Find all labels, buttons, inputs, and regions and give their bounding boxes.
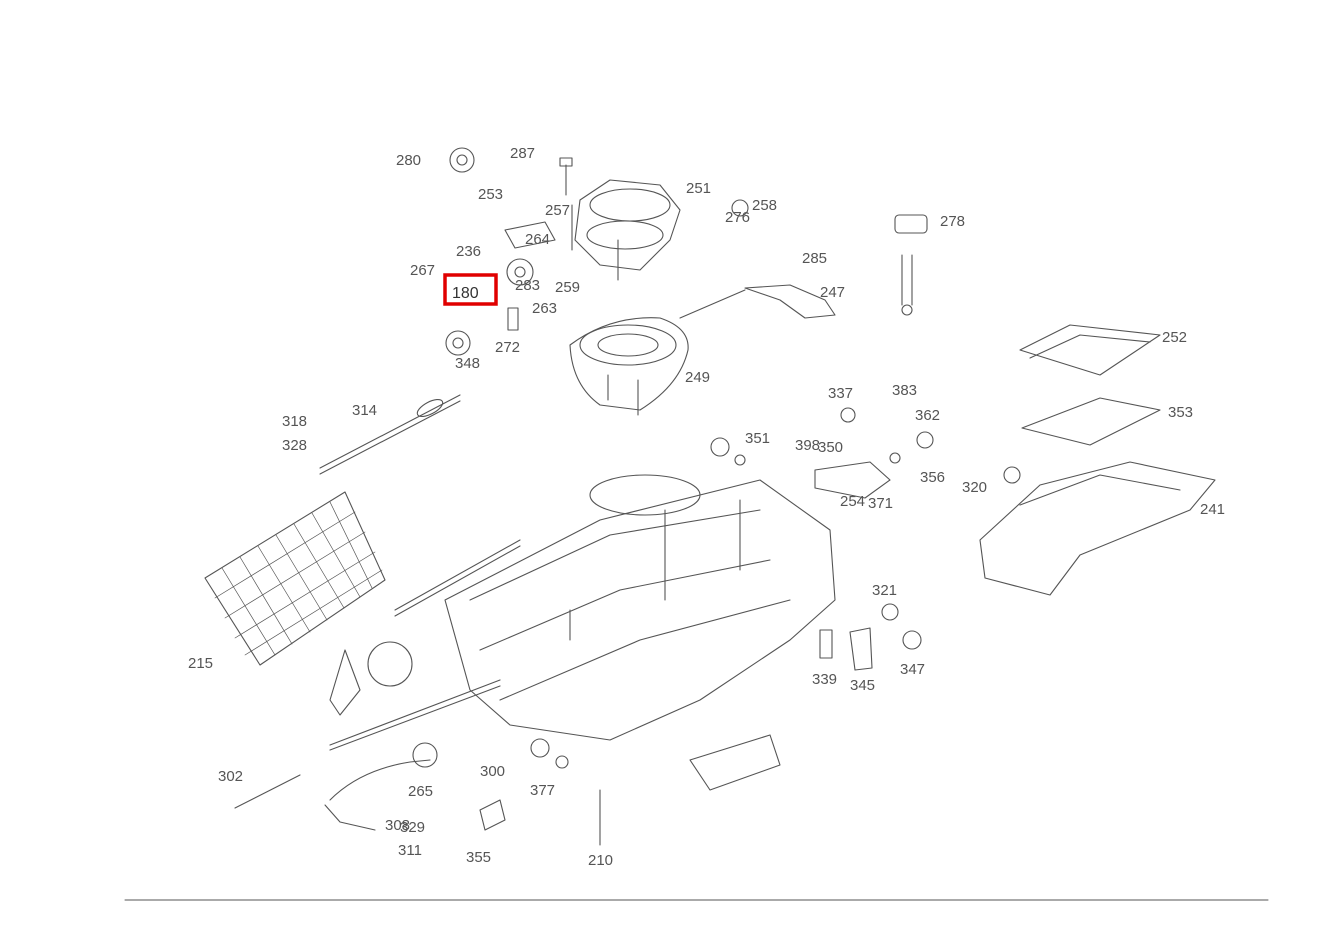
part-278-cap — [894, 214, 928, 234]
callout-label: 236 — [456, 243, 481, 260]
callout-label: 241 — [1200, 501, 1225, 518]
part-lower-bracket — [689, 734, 781, 791]
callout-label: 308 — [385, 817, 410, 834]
callout-label: 318 — [282, 413, 307, 430]
callout-label: 210 — [588, 852, 613, 869]
callout-label: 283 — [515, 277, 540, 294]
callout-label: 259 — [555, 279, 580, 296]
part-311-ring — [881, 603, 899, 621]
callout-label: 287 — [510, 145, 535, 162]
callout-label: 251 — [686, 180, 711, 197]
callout-label: 249 — [685, 369, 710, 386]
callout-label: 272 — [495, 339, 520, 356]
part-276-plate — [504, 221, 556, 249]
part-circle-label — [367, 641, 413, 687]
part-254-bracket — [814, 461, 891, 499]
callout-label: 265 — [408, 783, 433, 800]
part-241-cover — [979, 461, 1216, 596]
callout-label: 350 — [818, 439, 843, 456]
callout-label: 258 — [752, 197, 777, 214]
callout-label: 356 — [920, 469, 945, 486]
callout-label: 311 — [398, 842, 422, 859]
callout-label: 339 — [812, 671, 837, 688]
callout-label: 320 — [962, 479, 987, 496]
highlight-box — [443, 273, 498, 306]
callout-label: 329 — [400, 819, 425, 836]
part-348-bearing — [445, 330, 471, 356]
callout-label: 348 — [455, 355, 480, 372]
part-302-rod — [234, 774, 301, 809]
callout-label: 257 — [545, 202, 570, 219]
part-300-washer — [530, 738, 550, 758]
callout-label: 328 — [282, 437, 307, 454]
part-251-housing — [574, 179, 681, 271]
callout-label: 314 — [352, 402, 377, 419]
callout-label: 383 — [892, 382, 917, 399]
part-347-nut — [902, 630, 922, 650]
callout-label: 371 — [868, 495, 893, 512]
callout-label: 351 — [745, 430, 770, 447]
part-265-gear — [412, 742, 438, 768]
callout-label: 280 — [396, 152, 421, 169]
callout-label: 321 — [872, 582, 897, 599]
part-345-link — [849, 627, 873, 671]
callout-label: 254 — [840, 493, 865, 510]
part-215-grid-panel — [204, 491, 386, 666]
callout-label: 267 — [410, 262, 435, 279]
callout-label: 276 — [725, 209, 750, 226]
callout-label: 247 — [820, 284, 845, 301]
part-321-nut — [1003, 466, 1021, 484]
callout-label: 398 — [795, 437, 820, 454]
callout-label: 278 — [940, 213, 965, 230]
callout-label: 353 — [1168, 404, 1193, 421]
part-398-washer — [710, 437, 730, 457]
part-362-ring — [916, 431, 934, 449]
callout-label: 345 — [850, 677, 875, 694]
callout-label: 252 — [1162, 329, 1187, 346]
part-314-shaft — [319, 394, 461, 469]
part-283-pin — [507, 307, 519, 331]
callout-label: 347 — [900, 661, 925, 678]
part-339-pin — [819, 629, 833, 659]
callout-label: 263 — [532, 300, 557, 317]
callout-label: 253 — [478, 186, 503, 203]
part-355-clip — [479, 799, 506, 831]
part-263-bowl — [569, 317, 689, 411]
part-259-gear — [506, 258, 534, 286]
callout-label: 300 — [480, 763, 505, 780]
callout-label: 337 — [828, 385, 853, 402]
part-258-nut — [731, 199, 749, 217]
part-383-washer — [840, 407, 856, 423]
part-353-panel — [1021, 397, 1161, 446]
main-body — [444, 479, 836, 741]
callout-label: 355 — [466, 849, 491, 866]
callout-label: 264 — [525, 231, 550, 248]
part-247-bracket — [744, 284, 836, 319]
callout-label: 215 — [188, 655, 213, 672]
main-body-top-ring — [589, 474, 701, 516]
callout-label: 302 — [218, 768, 243, 785]
callout-label: 377 — [530, 782, 555, 799]
callout-label-highlighted: 180 — [452, 285, 479, 302]
lower-shaft — [329, 679, 501, 746]
diagram-linework — [124, 147, 1269, 901]
part-280-gear — [449, 147, 475, 173]
callout-label: 285 — [802, 250, 827, 267]
callout-label: 362 — [915, 407, 940, 424]
part-252-plate — [1019, 324, 1161, 376]
